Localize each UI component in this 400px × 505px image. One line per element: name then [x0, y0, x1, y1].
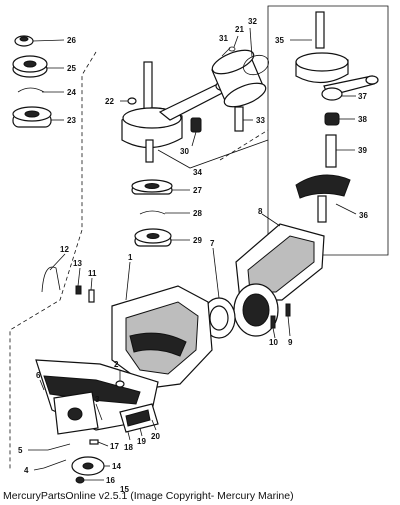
callout-5: 5 [18, 446, 23, 455]
callout-20: 20 [151, 432, 160, 441]
piston-pin-part-33 [234, 106, 244, 132]
callout-10: 10 [269, 338, 278, 347]
callout-35: 35 [275, 36, 284, 45]
callout-18: 18 [124, 443, 133, 452]
bearing-part-23 [12, 106, 52, 128]
piston-part-31 [211, 49, 267, 108]
callout-11: 11 [88, 269, 97, 278]
bolt-part-10 [270, 315, 276, 329]
callout-14: 14 [112, 462, 121, 471]
callout-6: 6 [36, 371, 41, 380]
callout-17: 17 [110, 442, 119, 451]
nut-part-16 [75, 476, 85, 484]
callout-12: 12 [60, 245, 69, 254]
callout-4: 4 [24, 466, 29, 475]
callout-23: 23 [67, 116, 76, 125]
bearing-part-29 [134, 228, 172, 247]
callout-27: 27 [193, 186, 202, 195]
callout-2: 2 [114, 360, 119, 369]
callout-22: 22 [105, 97, 114, 106]
pin-part-39 [325, 134, 337, 168]
callout-29: 29 [193, 236, 202, 245]
detail-inset-frame [267, 5, 389, 256]
callout-32: 32 [248, 17, 257, 26]
left-stack-bracket [9, 51, 97, 470]
cylinder-block-part-8 [233, 223, 325, 337]
crankshaft-part-34 [121, 61, 235, 163]
callout-1: 1 [128, 253, 133, 262]
callout-25: 25 [67, 64, 76, 73]
hose-part-12 [41, 266, 61, 293]
bearing-part-25 [12, 55, 48, 78]
callout-15: 15 [120, 485, 129, 494]
crankcase-part-1 [111, 285, 213, 389]
crankshaft-part-35 [295, 11, 349, 84]
callout-9: 9 [288, 338, 293, 347]
needle-bearing-part-30 [190, 117, 202, 133]
callout-21: 21 [235, 25, 244, 34]
screw-part-4 [43, 459, 67, 469]
leader-lines [28, 27, 357, 481]
callout-8: 8 [258, 207, 263, 216]
fitting-part-11 [88, 289, 95, 303]
key-part-22 [127, 97, 137, 105]
callout-39: 39 [358, 146, 367, 155]
snap-ring-part-28 [139, 210, 166, 215]
callout-30: 30 [180, 147, 189, 156]
carburetor-part-6 [53, 391, 99, 435]
callout-38: 38 [358, 115, 367, 124]
ring-part-32 [243, 54, 269, 76]
connecting-rod-part-37 [321, 75, 379, 101]
needle-bearing-part-38 [324, 112, 340, 126]
screw-part-17 [89, 439, 99, 445]
callout-13: 13 [73, 259, 82, 268]
callout-28: 28 [193, 209, 202, 218]
clip-part-21 [228, 46, 236, 52]
callout-24: 24 [67, 88, 76, 97]
callout-16: 16 [106, 476, 115, 485]
bearing-part-27 [131, 179, 173, 195]
reed-block-parts-18-20 [119, 403, 159, 433]
counterweight-part-36 [295, 174, 351, 223]
callout-26: 26 [67, 36, 76, 45]
callout-7: 7 [210, 239, 215, 248]
bolt-part-9 [285, 303, 291, 317]
flange-part-14 [71, 456, 105, 476]
callout-3: 3 [95, 395, 100, 404]
callout-34: 34 [193, 168, 202, 177]
callout-37: 37 [358, 92, 367, 101]
fitting-part-13 [75, 285, 82, 295]
callout-19: 19 [137, 437, 146, 446]
callout-33: 33 [256, 116, 265, 125]
snap-ring-part-24 [17, 87, 45, 93]
nut-part-26 [14, 35, 34, 47]
detail-inset-dash [219, 129, 269, 161]
callout-31: 31 [219, 34, 228, 43]
callout-36: 36 [359, 211, 368, 220]
copyright-caption: MercuryPartsOnline v2.5.1 (Image Copyrig… [3, 490, 294, 502]
plug-part-2 [115, 380, 125, 388]
screw-part-5 [47, 443, 71, 451]
